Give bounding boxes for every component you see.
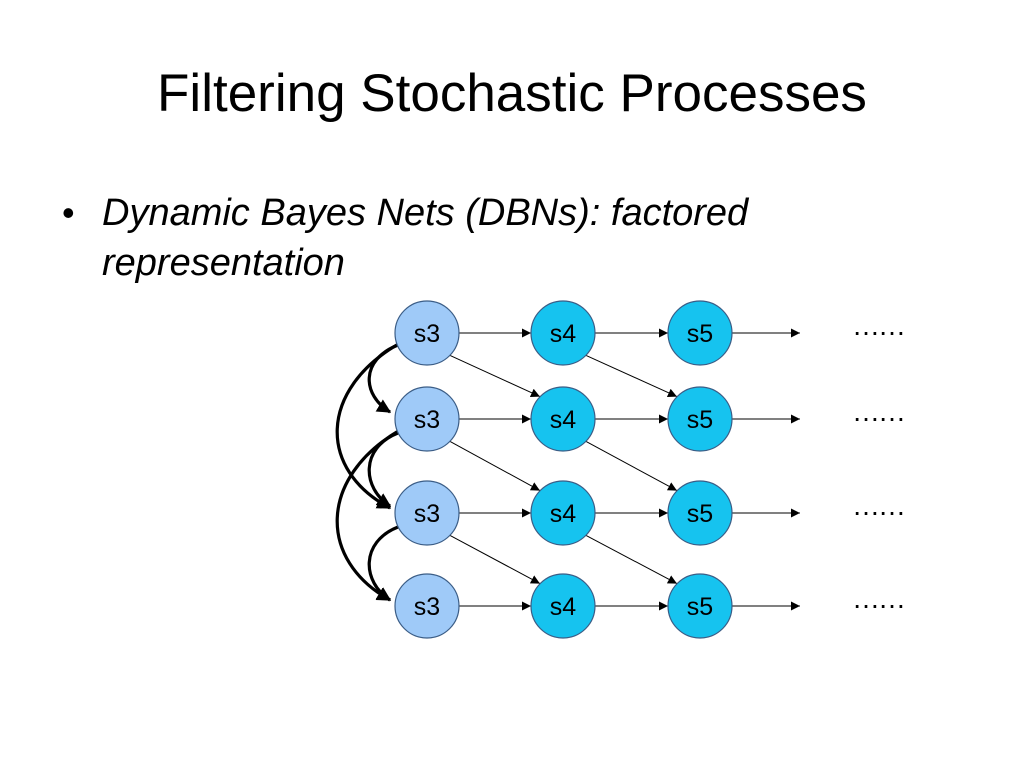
node-label: s5 <box>687 593 713 621</box>
continuation-ellipsis: …… <box>852 396 904 427</box>
slide-title: Filtering Stochastic Processes <box>157 64 867 123</box>
nodes: s3 s4 s5 s3 s4 s5 s3 s4 s5 s3 s4 s5 <box>394 300 733 639</box>
node-circle <box>394 480 460 546</box>
edge-curved <box>367 431 399 508</box>
node-label: s3 <box>414 593 440 621</box>
node-circle <box>394 573 460 639</box>
node-circle <box>394 386 460 452</box>
continuation-ellipsis: …… <box>852 583 904 614</box>
node-label: s3 <box>414 406 440 434</box>
edge-diagonal <box>449 534 541 585</box>
node-label: s4 <box>550 593 577 621</box>
node-circle <box>667 300 733 366</box>
node-circle <box>530 573 596 639</box>
node-circle <box>667 480 733 546</box>
edge-diagonal <box>585 354 678 398</box>
edges <box>335 328 800 611</box>
edge-curved <box>367 525 399 602</box>
bullet-text: Dynamic Bayes Nets (DBNs): factored repr… <box>102 192 749 284</box>
node-circle <box>530 480 596 546</box>
node-label: s3 <box>414 500 440 528</box>
continuation-ellipsis: …… <box>852 490 904 521</box>
node-label: s5 <box>687 500 713 528</box>
node-label: s4 <box>550 500 577 528</box>
edge-curved <box>335 428 401 602</box>
edge-diagonal <box>449 354 541 398</box>
node-label: s5 <box>687 406 713 434</box>
edge-diagonal <box>585 534 678 585</box>
node-circle <box>667 386 733 452</box>
continuation-ellipsis: …… <box>852 310 904 341</box>
edge-diagonal <box>585 440 678 492</box>
node-label: s4 <box>550 406 577 434</box>
node-label: s4 <box>550 320 577 348</box>
continuation-markers: …… …… …… …… <box>852 310 906 614</box>
node-label: s3 <box>414 320 440 348</box>
node-circle <box>530 386 596 452</box>
edge-diagonal <box>449 440 541 492</box>
node-circle <box>530 300 596 366</box>
node-circle <box>667 573 733 639</box>
node-circle <box>394 300 460 366</box>
bullet-dot-icon: • <box>62 192 75 233</box>
edge-curved <box>335 341 401 510</box>
node-label: s5 <box>687 320 713 348</box>
